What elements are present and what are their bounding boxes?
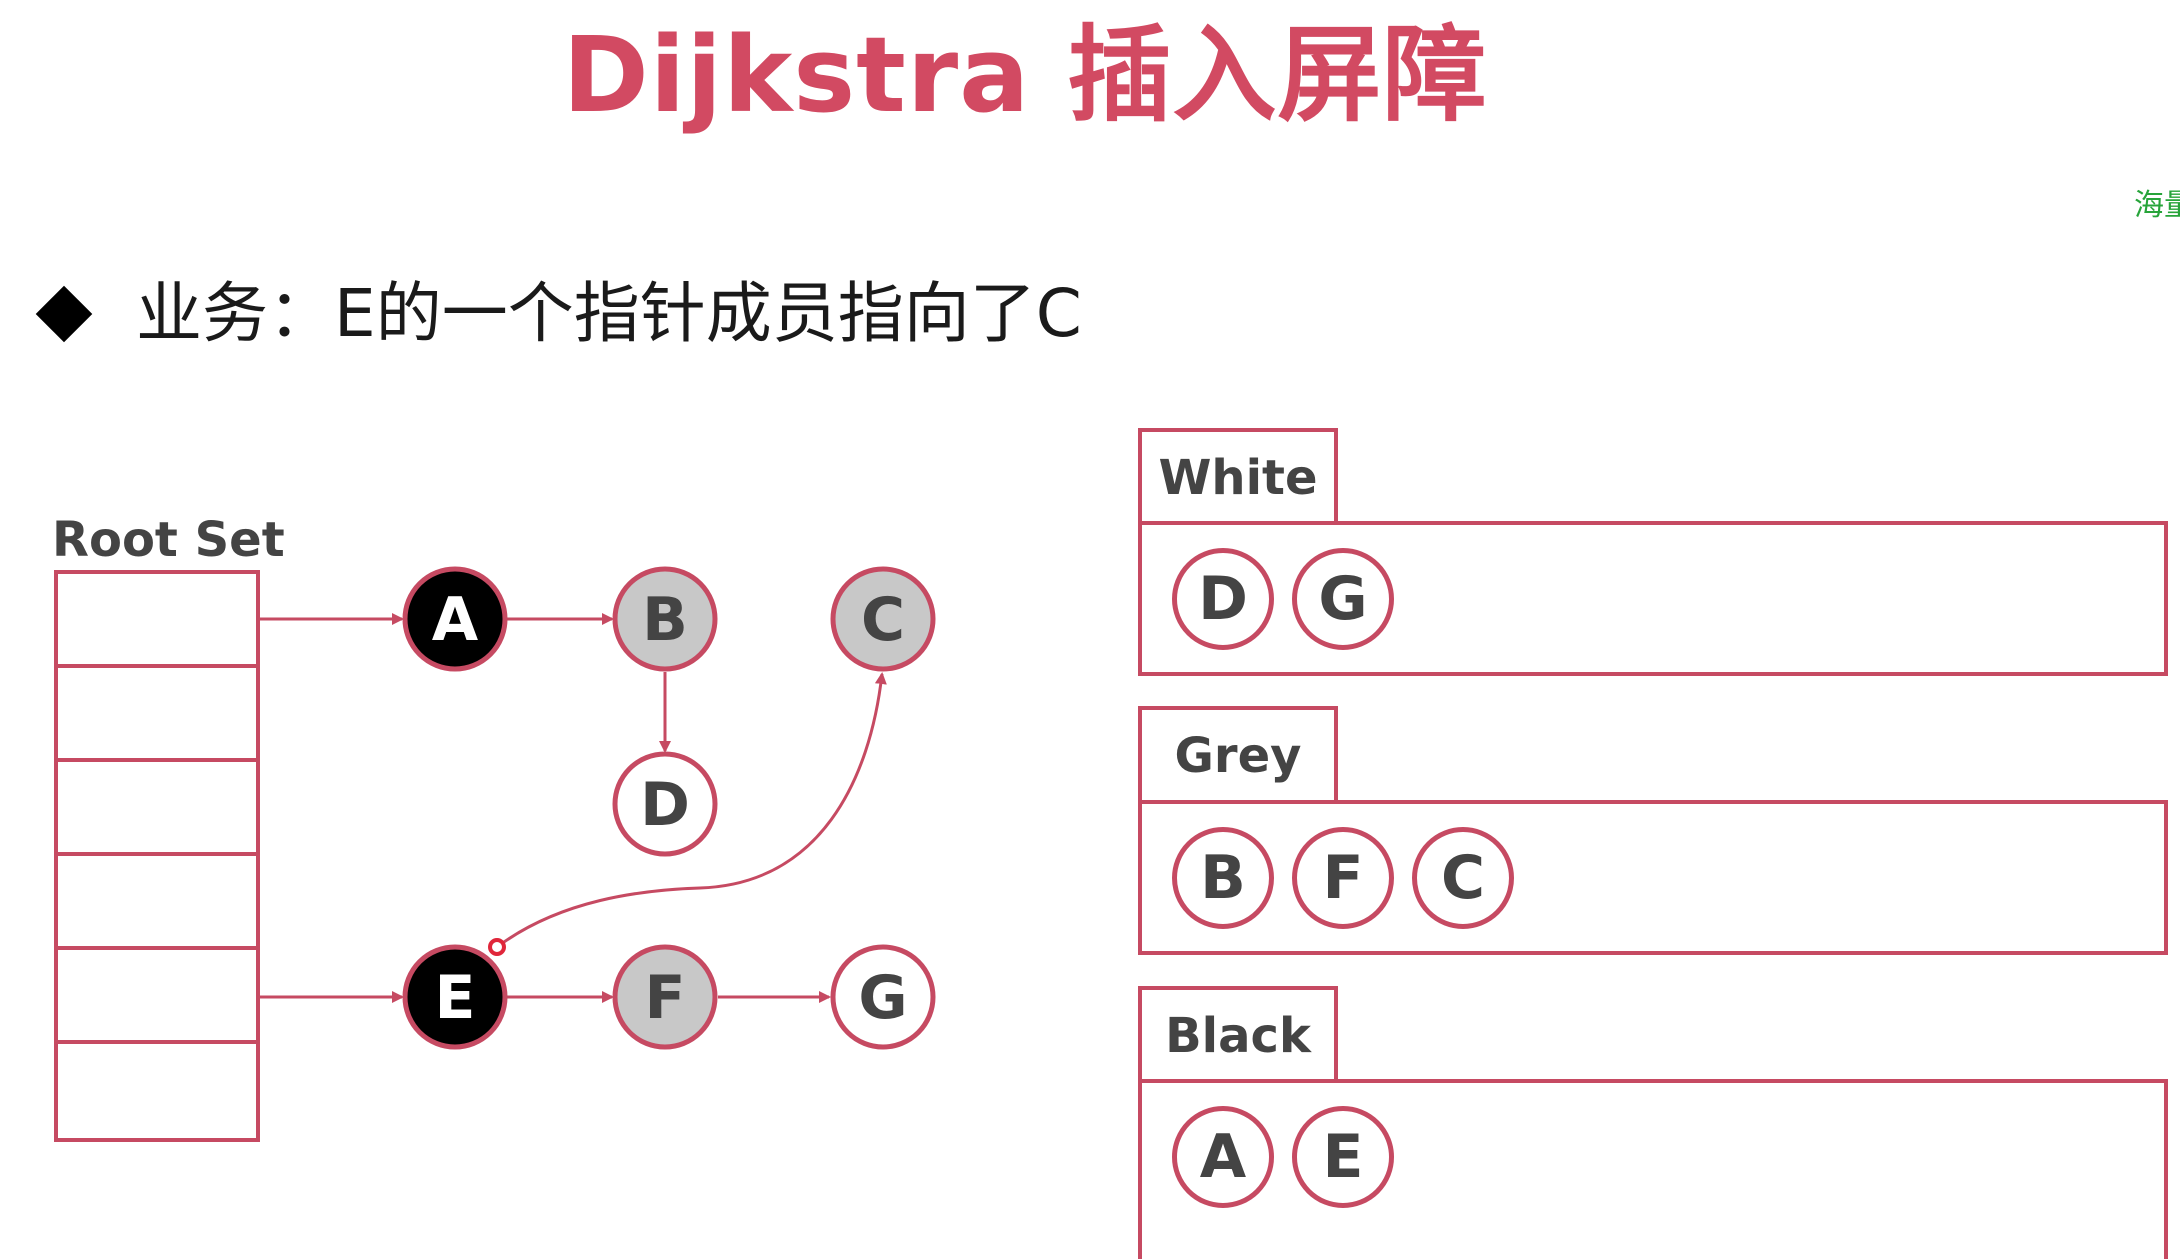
watermark: 海量 bbox=[2134, 188, 2180, 223]
white-item: G bbox=[1292, 547, 1394, 650]
bullet-item: 业务：E的一个指针成员指向了C bbox=[35, 274, 1082, 354]
white-item: D bbox=[1172, 547, 1274, 650]
grey-set-tab: Grey bbox=[1138, 706, 1338, 801]
grey-item: B bbox=[1172, 826, 1274, 929]
black-item: A bbox=[1172, 1106, 1274, 1208]
black-set-box: A E bbox=[1138, 1079, 2168, 1259]
white-set-box: D G bbox=[1138, 521, 2168, 676]
svg-text:C: C bbox=[861, 585, 905, 655]
node-e: E bbox=[402, 944, 508, 1050]
node-a: A bbox=[402, 566, 508, 672]
page-title: Dijkstra 插入屏障 bbox=[562, 14, 1488, 136]
svg-text:E: E bbox=[435, 963, 476, 1033]
black-item: E bbox=[1292, 1106, 1394, 1208]
node-b: B bbox=[612, 566, 718, 672]
svg-text:F: F bbox=[645, 963, 686, 1033]
grey-item: C bbox=[1412, 826, 1514, 929]
gc-object-graph: A B C D E F G bbox=[54, 566, 936, 1142]
root-slot bbox=[54, 946, 260, 1044]
root-slot bbox=[54, 852, 260, 950]
root-slot bbox=[54, 1040, 260, 1142]
root-slot bbox=[54, 758, 260, 856]
grey-item: F bbox=[1292, 826, 1394, 929]
node-f: F bbox=[612, 944, 718, 1050]
white-set-tab: White bbox=[1138, 428, 1338, 523]
svg-text:D: D bbox=[640, 770, 690, 840]
svg-text:A: A bbox=[432, 585, 479, 655]
root-set-table bbox=[54, 570, 260, 1142]
node-d: D bbox=[612, 751, 718, 857]
root-slot bbox=[54, 664, 260, 762]
edge-e-c bbox=[496, 672, 887, 949]
node-g: G bbox=[830, 944, 936, 1050]
grey-set-box: B F C bbox=[1138, 800, 2168, 955]
bullet-text: 业务：E的一个指针成员指向了C bbox=[136, 275, 1082, 352]
svg-text:G: G bbox=[858, 963, 907, 1033]
pointer-origin-dot bbox=[488, 938, 506, 956]
root-slot bbox=[54, 570, 260, 668]
black-set-tab: Black bbox=[1138, 986, 1338, 1081]
svg-text:B: B bbox=[642, 585, 688, 655]
node-c: C bbox=[830, 566, 936, 672]
root-set-label: Root Set bbox=[52, 512, 285, 568]
